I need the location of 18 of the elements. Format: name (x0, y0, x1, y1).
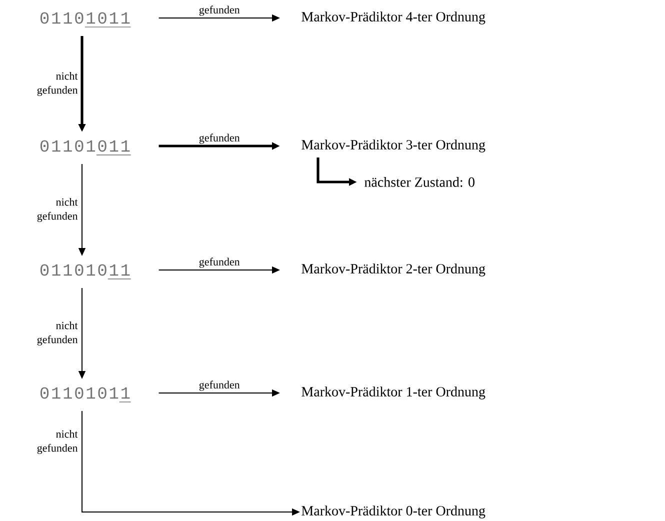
edge-label: nicht gefunden (37, 430, 78, 454)
edge-label: gefunden (199, 134, 240, 144)
predictor-label: Markov-Prädiktor 4-ter Ordnung (302, 12, 486, 24)
predictor-label: Markov-Prädiktor 2-ter Ordnung (302, 264, 486, 276)
bit-string: 01101011 (40, 387, 132, 402)
bit-string: 01101011 (40, 140, 132, 156)
bit-string: 01101011 (40, 264, 132, 280)
edge-label: nicht gefunden (37, 198, 78, 222)
edge-label: gefunden (199, 6, 240, 16)
predictor-label: Markov-Prädiktor 3-ter Ordnung (302, 140, 486, 152)
edge-label: gefunden (199, 380, 240, 391)
predictor-label: Markov-Prädiktor 1-ter Ordnung (302, 386, 486, 400)
predictor-label: nächster Zustand: 0 (364, 177, 474, 187)
predictor-label: Markov-Prädiktor 0-ter Ordnung (302, 506, 486, 518)
edge-label: nicht gefunden (37, 72, 78, 96)
edge-label: nicht gefunden (37, 322, 78, 346)
bit-string: 01101011 (40, 12, 132, 28)
edge-label: gefunden (199, 258, 240, 268)
